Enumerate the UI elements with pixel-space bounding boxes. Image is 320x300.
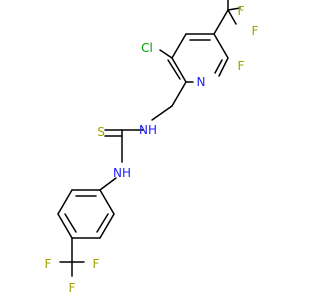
atom-f-bot-2: F: [93, 257, 100, 271]
atom-n-pyridine: N: [197, 75, 206, 89]
atom-f-bot-3: F: [69, 281, 76, 295]
bond-c2-c3-inner: [167, 59, 181, 80]
atom-nh-lower: NH: [113, 166, 131, 180]
bond-c5-c6: [213, 33, 229, 59]
bond-c2-ch2: [171, 81, 187, 107]
bond-ph2-ph3-inner: [96, 213, 109, 233]
bond-c3-cl: [159, 49, 173, 59]
atom-f-top-2: F: [252, 24, 259, 38]
bond-ph1-ph2: [99, 189, 115, 215]
bond-c6-n1-inner: [214, 59, 223, 74]
bond-ch2-nh: [151, 105, 173, 121]
bond-cf3-f3: [227, 9, 237, 25]
bond-ph2-ph3: [99, 213, 115, 239]
bond-ph4-ph5: [57, 213, 73, 239]
molecule-structure: Cl N F F F S NH NH F F F: [45, 0, 259, 295]
atom-s: S: [97, 125, 105, 139]
bond-c3-c4: [171, 33, 187, 59]
atom-f-bot-1: F: [45, 257, 52, 271]
bond-ph5-ph6: [57, 189, 73, 215]
molecule-canvas: Cl N F F F S NH NH F F F: [45, 0, 259, 295]
bond-c5-cf3: [213, 9, 229, 35]
atom-f-top-3: F: [238, 59, 245, 73]
bond-cf3-f2: [227, 7, 241, 11]
bond-ph4-ph5-inner: [64, 213, 77, 233]
bond-c2-c3: [171, 57, 187, 83]
bond-nh-ph: [99, 177, 117, 191]
bond-c6-n1: [218, 57, 229, 77]
atom-f-top-1: F: [238, 4, 245, 18]
atom-nh-upper: NH: [139, 123, 157, 137]
atom-cl: Cl: [141, 41, 153, 55]
